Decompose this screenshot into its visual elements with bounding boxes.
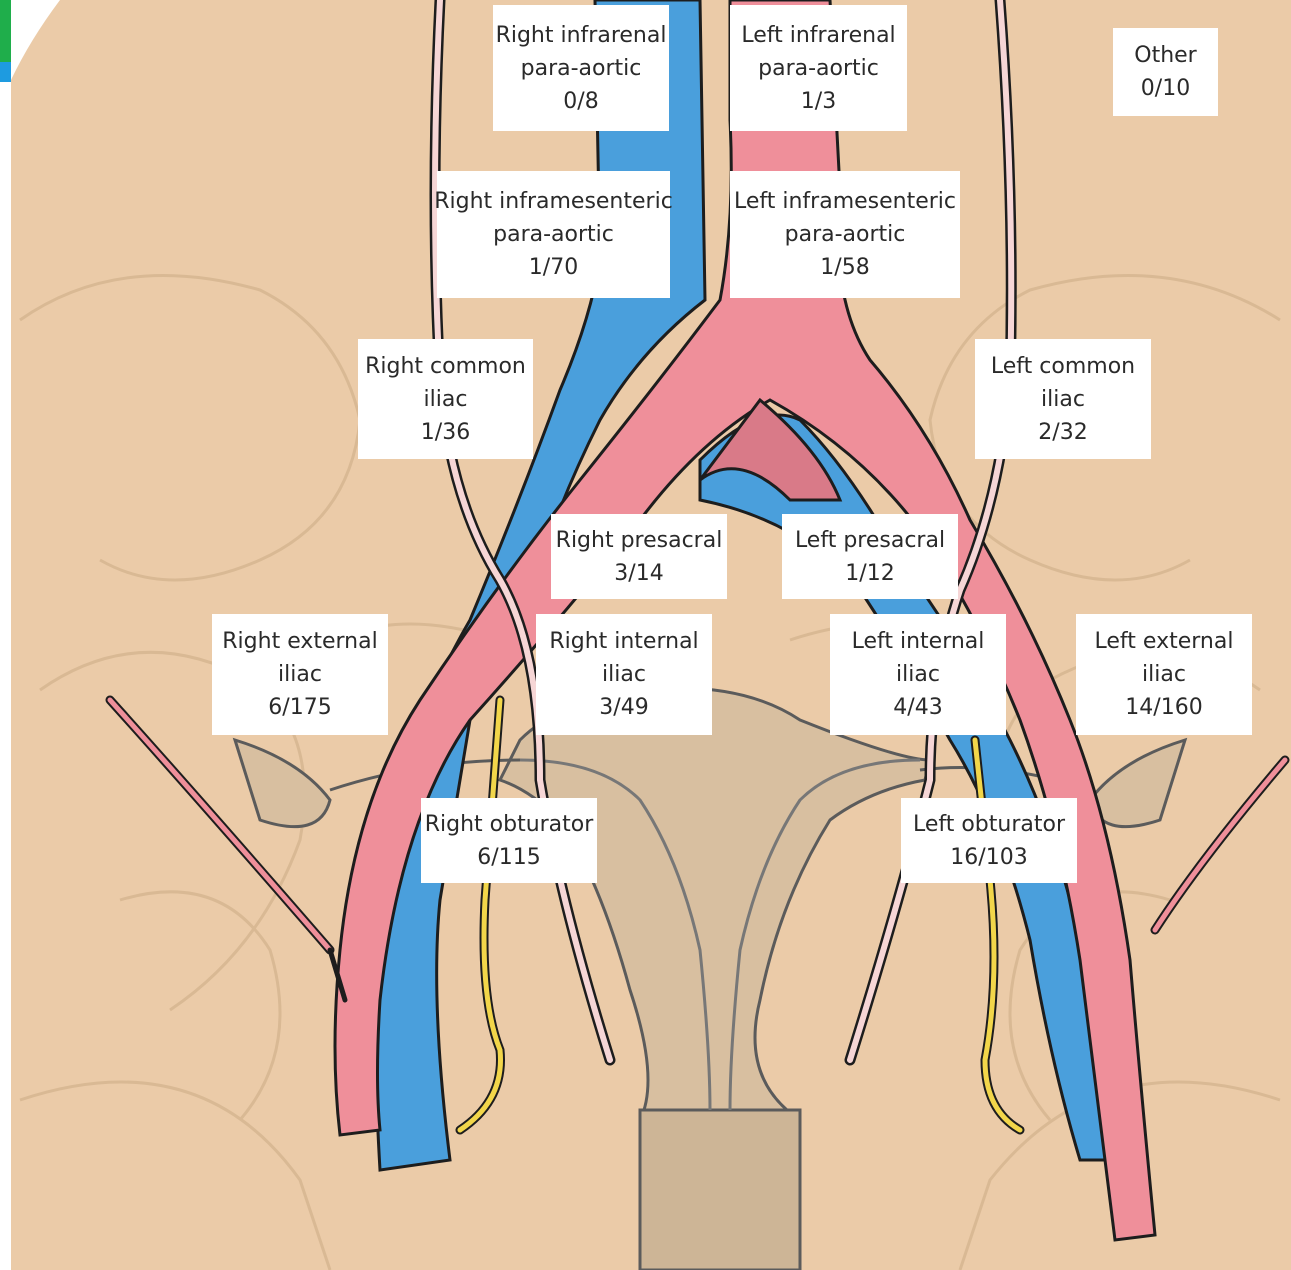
label-left-common-iliac: Left common iliac 2/32 (975, 339, 1151, 459)
label-right-presacral: Right presacral 3/14 (551, 514, 727, 599)
label-left-obturator: Left obturator 16/103 (901, 798, 1077, 883)
label-count: 1/3 (801, 85, 836, 118)
left-edge-strip (0, 82, 11, 1270)
label-line: Left internal (852, 625, 985, 658)
label-line: para-aortic (758, 52, 879, 85)
label-line: iliac (278, 658, 322, 691)
label-left-inframesenteric-para-aortic: Left inframesenteric para-aortic 1/58 (730, 171, 960, 298)
label-count: 1/70 (529, 251, 578, 284)
label-line: Left presacral (795, 524, 945, 557)
label-right-obturator: Right obturator 6/115 (421, 798, 597, 883)
label-count: 1/36 (421, 416, 470, 449)
label-line: Right external (222, 625, 377, 658)
label-count: 4/43 (893, 691, 942, 724)
label-right-common-iliac: Right common iliac 1/36 (358, 339, 533, 459)
label-line: para-aortic (785, 218, 906, 251)
label-line: iliac (602, 658, 646, 691)
label-right-internal-iliac: Right internal iliac 3/49 (536, 614, 712, 735)
label-line: iliac (896, 658, 940, 691)
label-count: 16/103 (950, 841, 1027, 874)
label-left-presacral: Left presacral 1/12 (782, 514, 958, 599)
label-other: Other 0/10 (1113, 28, 1218, 116)
label-left-external-iliac: Left external iliac 14/160 (1076, 614, 1252, 735)
label-line: Right obturator (425, 808, 594, 841)
label-line: Left infrarenal (741, 19, 895, 52)
label-count: 1/58 (820, 251, 869, 284)
label-line: Right internal (549, 625, 698, 658)
label-line: Right inframesenteric (434, 185, 673, 218)
label-line: Right common (365, 350, 526, 383)
corner-tab-blue (0, 62, 11, 82)
label-count: 3/49 (599, 691, 648, 724)
label-line: iliac (424, 383, 468, 416)
label-count: 6/115 (477, 841, 540, 874)
label-count: 3/14 (614, 557, 663, 590)
label-count: 0/8 (563, 85, 598, 118)
label-line: iliac (1041, 383, 1085, 416)
label-count: 2/32 (1038, 416, 1087, 449)
label-right-external-iliac: Right external iliac 6/175 (212, 614, 388, 735)
label-right-infrarenal-para-aortic: Right infrarenal para-aortic 0/8 (493, 5, 669, 131)
label-line: Left external (1095, 625, 1234, 658)
label-line: Left inframesenteric (734, 185, 956, 218)
label-line: Other (1134, 39, 1196, 72)
corner-tab-green (0, 0, 11, 62)
label-line: Right infrarenal (496, 19, 667, 52)
label-left-infrarenal-para-aortic: Left infrarenal para-aortic 1/3 (730, 5, 907, 131)
label-line: para-aortic (493, 218, 614, 251)
label-count: 14/160 (1125, 691, 1202, 724)
label-count: 6/175 (268, 691, 331, 724)
label-line: Left common (991, 350, 1135, 383)
label-count: 0/10 (1141, 72, 1190, 105)
label-line: iliac (1142, 658, 1186, 691)
label-line: Left obturator (913, 808, 1065, 841)
label-count: 1/12 (845, 557, 894, 590)
label-line: Right presacral (556, 524, 723, 557)
label-left-internal-iliac: Left internal iliac 4/43 (830, 614, 1006, 735)
label-line: para-aortic (521, 52, 642, 85)
label-right-inframesenteric-para-aortic: Right inframesenteric para-aortic 1/70 (437, 171, 670, 298)
